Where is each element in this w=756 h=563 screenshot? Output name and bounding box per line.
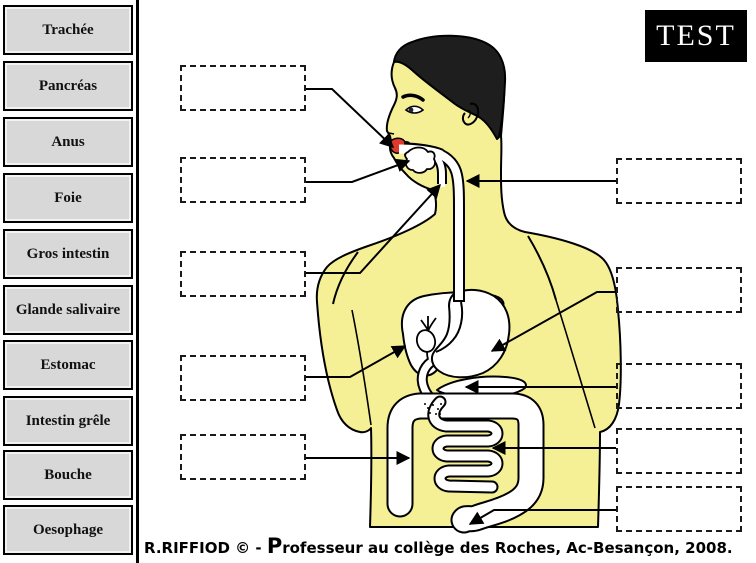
credit-prefix: R.RIFFIOD © - xyxy=(144,539,267,557)
connector-liver xyxy=(306,345,407,378)
ear xyxy=(461,102,480,126)
connector-anus xyxy=(468,509,616,525)
label-button-glande-salivaire[interactable]: Glande salivaire xyxy=(3,285,133,335)
connector-stomach xyxy=(490,291,616,352)
label-button-trachee[interactable]: Trachée xyxy=(3,5,133,55)
connector-salivary-gland xyxy=(306,158,411,183)
drop-zone-left-5[interactable] xyxy=(180,434,306,480)
right-sleeve-seam xyxy=(527,235,557,301)
left-sleeve-seam xyxy=(332,251,359,305)
connector-mouth xyxy=(306,88,395,148)
test-button[interactable]: TEST xyxy=(645,10,747,62)
drop-zone-left-2[interactable] xyxy=(180,157,306,203)
pupil xyxy=(408,107,414,113)
drop-zone-right-4[interactable] xyxy=(616,428,742,474)
connector-lines xyxy=(306,88,616,525)
label-button-estomac[interactable]: Estomac xyxy=(3,340,133,390)
small-intestine-fill xyxy=(429,397,502,492)
drop-zone-left-3[interactable] xyxy=(180,251,306,297)
esophagus-fill xyxy=(435,149,463,300)
label-button-bouche[interactable]: Bouche xyxy=(3,450,133,500)
drop-zone-right-5[interactable] xyxy=(616,486,742,532)
label-button-gros-intestin[interactable]: Gros intestin xyxy=(3,229,133,279)
sidebar-divider xyxy=(136,0,139,563)
credit-line: R.RIFFIOD © - Professeur au collège des … xyxy=(144,534,754,558)
credit-initial: P xyxy=(266,534,283,558)
ear-inner xyxy=(467,109,471,119)
label-button-intestin-grele[interactable]: Intestin grêle xyxy=(3,396,133,446)
drop-zone-left-1[interactable] xyxy=(180,65,306,111)
stomach-inner-curve xyxy=(435,301,464,353)
label-button-anus[interactable]: Anus xyxy=(3,117,133,167)
label-button-foie[interactable]: Foie xyxy=(3,173,133,223)
label-button-pancreas[interactable]: Pancréas xyxy=(3,61,133,111)
human-figure xyxy=(315,34,622,528)
label-button-oesophage[interactable]: Oesophage xyxy=(3,505,133,555)
gallbladder xyxy=(415,329,437,353)
stomach xyxy=(430,288,511,379)
connector-trachea xyxy=(306,183,441,274)
salivary-gland xyxy=(404,146,436,174)
eyebrow xyxy=(401,93,425,102)
drop-zone-right-1[interactable] xyxy=(616,158,742,204)
trachea-fill xyxy=(431,152,445,187)
junction-dots xyxy=(424,403,442,415)
drop-zone-left-4[interactable] xyxy=(180,355,306,401)
credit-rest: rofesseur au collège des Roches, Ac-Besa… xyxy=(282,539,733,557)
eye xyxy=(404,105,425,114)
drop-zone-right-2[interactable] xyxy=(616,267,742,313)
right-inner-arm xyxy=(555,299,596,429)
nostril xyxy=(388,132,395,135)
drop-zone-right-3[interactable] xyxy=(616,363,742,409)
